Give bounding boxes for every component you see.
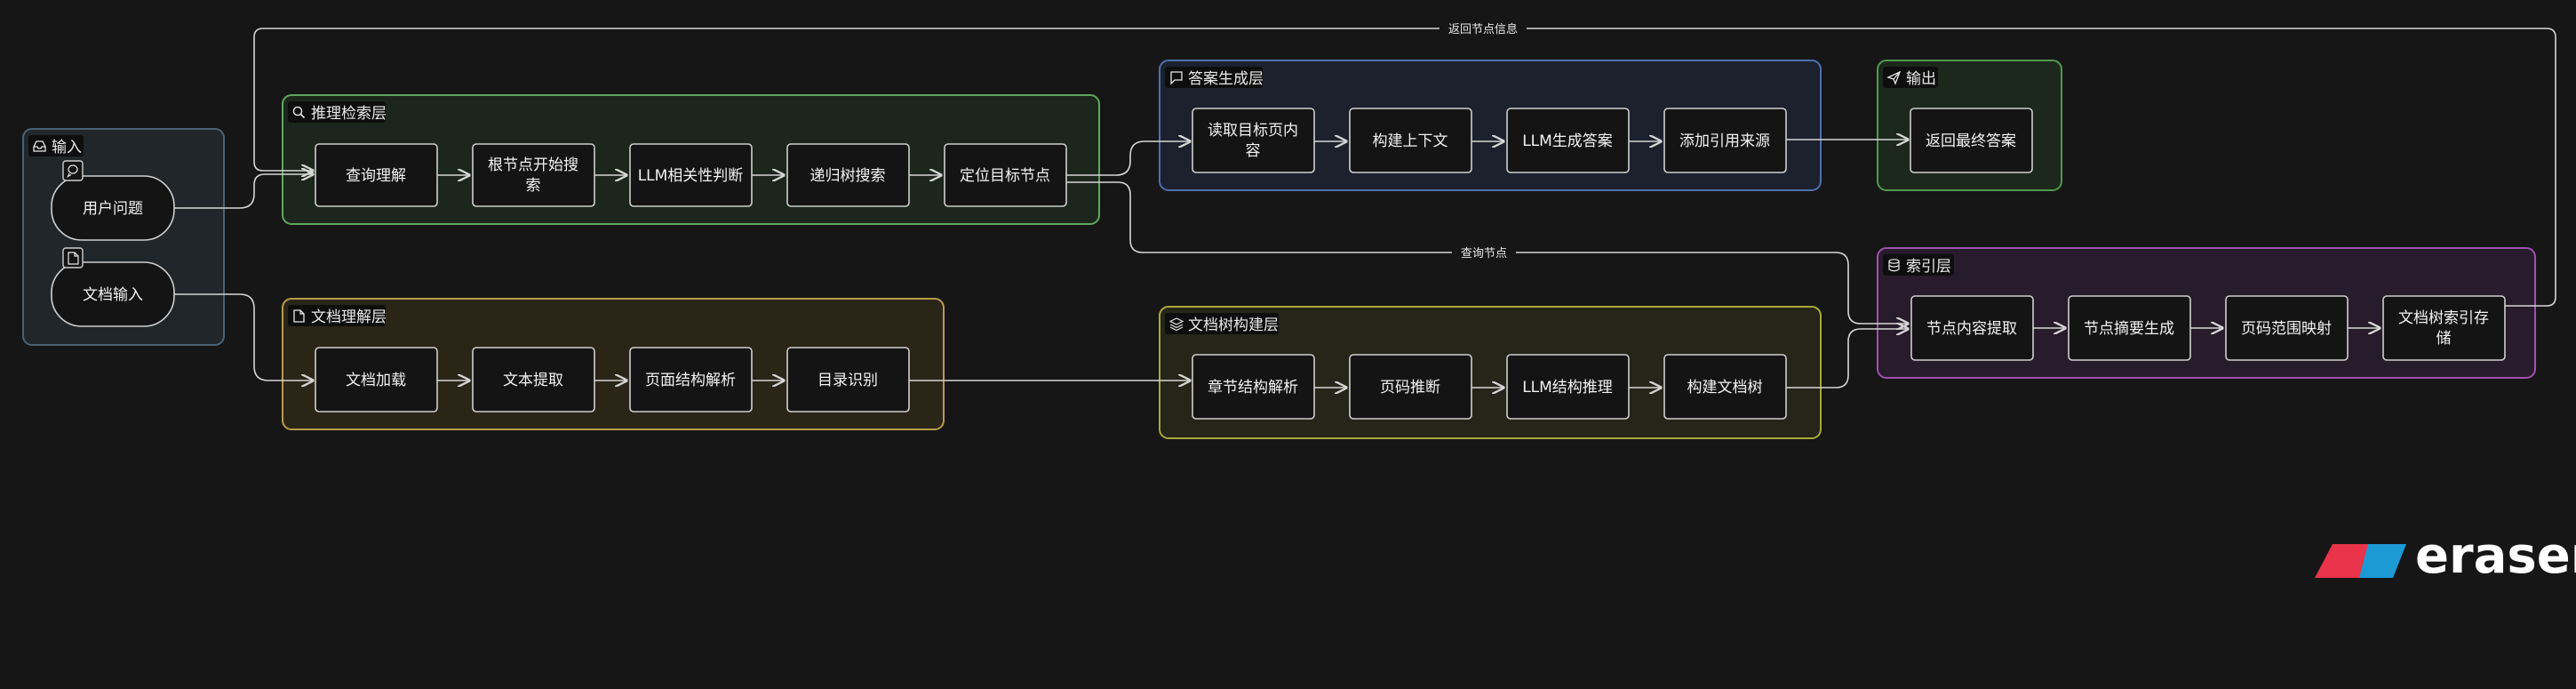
svg-text:添加引用来源: 添加引用来源: [1679, 132, 1770, 150]
node-root-search[interactable]: 根节点开始搜 索: [472, 143, 595, 207]
group-output-title: 输出: [1906, 70, 1936, 88]
svg-text:文档加载: 文档加载: [346, 372, 406, 389]
node-llm-structure[interactable]: LLM结构推理: [1506, 354, 1630, 420]
svg-text:查询理解: 查询理解: [346, 167, 406, 185]
svg-text:LLM相关性判断: LLM相关性判断: [638, 167, 744, 185]
svg-text:储: 储: [2436, 330, 2452, 348]
node-doc-input[interactable]: 文档输入: [51, 261, 175, 327]
layers-icon: [1168, 317, 1184, 332]
svg-text:索: 索: [526, 177, 541, 195]
svg-text:页面结构解析: 页面结构解析: [645, 372, 736, 389]
node-chapter-parse[interactable]: 章节结构解析: [1192, 354, 1315, 420]
node-read-page[interactable]: 读取目标页内 容: [1192, 108, 1315, 173]
database-icon: [1888, 259, 1900, 272]
svg-text:页码推断: 页码推断: [1380, 379, 1440, 397]
svg-text:返回最终答案: 返回最终答案: [1926, 132, 2016, 150]
svg-text:LLM生成答案: LLM生成答案: [1522, 132, 1613, 150]
svg-text:根节点开始搜: 根节点开始搜: [488, 156, 578, 174]
node-build-context[interactable]: 构建上下文: [1349, 108, 1472, 173]
group-index-title: 索引层: [1906, 258, 1951, 276]
node-return-answer[interactable]: 返回最终答案: [1910, 108, 2033, 173]
svg-text:节点内容提取: 节点内容提取: [1926, 320, 2017, 338]
edge-locate-to-read: [1066, 141, 1190, 176]
svg-text:定位目标节点: 定位目标节点: [960, 167, 1050, 185]
search-icon: [292, 106, 306, 119]
svg-text:文本提取: 文本提取: [503, 372, 563, 389]
svg-text:用户问题: 用户问题: [83, 200, 143, 218]
node-page-infer[interactable]: 页码推断: [1349, 354, 1472, 420]
svg-text:目录识别: 目录识别: [817, 372, 878, 389]
inbox-icon: [33, 140, 46, 152]
svg-text:读取目标页内: 读取目标页内: [1208, 122, 1298, 140]
edge-return-node-info: [253, 28, 2556, 307]
svg-text:构建上下文: 构建上下文: [1373, 132, 1448, 150]
node-llm-answer[interactable]: LLM生成答案: [1506, 108, 1630, 173]
edge-tree-to-index: [1786, 329, 1908, 389]
node-llm-relevance[interactable]: LLM相关性判断: [629, 143, 753, 207]
eraser-logo-text: eraser: [2415, 527, 2576, 585]
group-tree-build[interactable]: 文档树构建层: [1159, 306, 1822, 439]
group-tree-build-title: 文档树构建层: [1188, 316, 1279, 334]
svg-text:文档输入: 文档输入: [83, 286, 143, 304]
document-icon: [62, 247, 84, 268]
node-build-tree[interactable]: 构建文档树: [1663, 354, 1787, 420]
file-icon: [293, 309, 305, 323]
node-node-summary[interactable]: 节点摘要生成: [2068, 295, 2191, 361]
node-add-citation[interactable]: 添加引用来源: [1663, 108, 1787, 173]
node-page-structure[interactable]: 页面结构解析: [629, 347, 753, 413]
svg-text:构建文档树: 构建文档树: [1687, 379, 1763, 397]
edge-docinput-to-load: [174, 293, 313, 381]
node-page-range[interactable]: 页码范围映射: [2225, 295, 2349, 361]
svg-text:LLM结构推理: LLM结构推理: [1522, 379, 1613, 397]
edge-label-return-node-info: 返回节点信息: [1448, 22, 1518, 36]
node-user-question[interactable]: 用户问题: [51, 175, 175, 241]
group-input-title: 输入: [52, 139, 82, 156]
message-icon: [1170, 71, 1183, 85]
svg-text:容: 容: [1246, 142, 1261, 160]
group-reasoning-title: 推理检索层: [311, 105, 387, 123]
node-tree-store[interactable]: 文档树索引存 储: [2382, 295, 2506, 361]
node-query-understand[interactable]: 查询理解: [315, 143, 438, 207]
chat-bubble-icon: [62, 160, 84, 181]
svg-text:文档树索引存: 文档树索引存: [2398, 309, 2489, 327]
group-doc-understand[interactable]: 文档理解层: [282, 298, 945, 430]
node-text-extract[interactable]: 文本提取: [472, 347, 595, 413]
svg-text:章节结构解析: 章节结构解析: [1208, 379, 1298, 397]
group-index[interactable]: 索引层: [1877, 247, 2536, 379]
group-answer-gen[interactable]: 答案生成层: [1159, 60, 1822, 191]
svg-text:节点摘要生成: 节点摘要生成: [2084, 320, 2174, 338]
group-answer-gen-title: 答案生成层: [1188, 70, 1264, 88]
group-doc-understand-title: 文档理解层: [311, 308, 387, 326]
edge-label-query-node: 查询节点: [1461, 247, 1507, 260]
node-node-extract[interactable]: 节点内容提取: [1910, 295, 2034, 361]
node-locate-target[interactable]: 定位目标节点: [944, 143, 1067, 207]
send-icon: [1886, 70, 1902, 85]
eraser-logo: eraser: [2315, 527, 2576, 585]
node-recursive-search[interactable]: 递归树搜索: [786, 143, 910, 207]
node-toc-detect[interactable]: 目录识别: [786, 347, 910, 413]
node-doc-load[interactable]: 文档加载: [315, 347, 438, 413]
svg-text:页码范围映射: 页码范围映射: [2241, 320, 2332, 338]
edge-user-to-query: [174, 174, 313, 209]
svg-text:递归树搜索: 递归树搜索: [810, 167, 886, 185]
